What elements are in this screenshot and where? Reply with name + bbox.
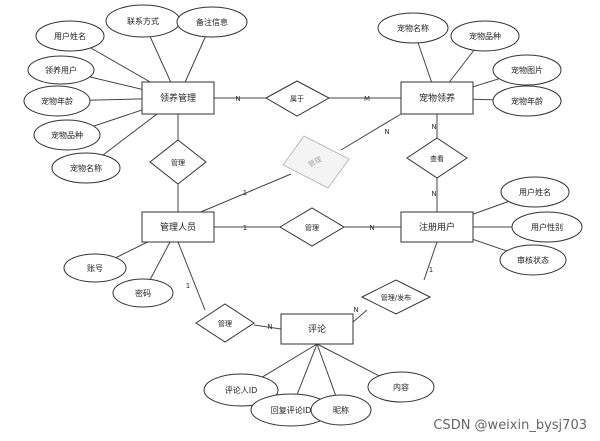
attribute-comment-content-label: 内容 [393, 382, 409, 392]
attribute-adopt-pet-age: 宠物年龄 [23, 85, 91, 117]
attribute-user-gender: 用户性别 [511, 211, 583, 243]
cardinality-labels: N M N 1 N N 1 N 1 N N 1 [186, 95, 437, 331]
attribute-pet-image-label: 宠物图片 [511, 65, 543, 75]
cardinality-label: 1 [186, 282, 190, 290]
watermark: CSDN @weixin_bysj703 [433, 418, 587, 433]
attribute-pet-name-label: 宠物名称 [397, 23, 429, 33]
entity-comment-label: 评论 [308, 323, 326, 335]
attribute-user-name-label: 用户姓名 [519, 187, 551, 197]
cardinality-label: N [384, 128, 389, 136]
attribute-adopt-contact-label: 联系方式 [127, 16, 159, 26]
cardinality-label: 1 [243, 189, 247, 197]
attribute-adopt-adopter-label: 领养用户 [45, 65, 77, 75]
cardinality-label: 1 [429, 266, 433, 274]
attribute-adopt-user-name: 用户姓名 [35, 20, 105, 52]
cardinality-label: N [431, 190, 436, 198]
attribute-admin-account: 账号 [63, 253, 127, 283]
relationship-belongs: 属于 [264, 80, 331, 117]
entity-admin: 管理人员 [141, 211, 215, 243]
entity-pet-adopt: 宠物领养 [400, 81, 474, 115]
attribute-adopt-contact: 联系方式 [105, 4, 181, 38]
entity-reg-user: 注册用户 [400, 211, 474, 243]
attribute-comment-content: 内容 [367, 371, 435, 403]
relationship-reply-publish-label: 管理/发布 [381, 293, 411, 302]
relationship-reply-publish: 管理/发布 [360, 279, 432, 315]
entity-pet-adopt-label: 宠物领养 [419, 92, 455, 104]
attribute-adopt-pet-name: 宠物名称 [51, 152, 121, 184]
attribute-pet-age-label: 宠物年龄 [511, 96, 543, 106]
entity-adopt-mgmt-label: 领养管理 [160, 92, 196, 104]
attribute-comment-user-id: 评论人ID [203, 373, 279, 407]
entity-comment: 评论 [280, 313, 354, 345]
entity-reg-user-label: 注册用户 [419, 221, 455, 233]
attribute-adopt-pet-breed: 宠物品种 [33, 119, 101, 151]
relationship-view-label: 查看 [430, 154, 444, 163]
relationship-manage-adopt-label: 管理 [171, 158, 185, 167]
cardinality-label: N [267, 323, 272, 331]
relationship-view: 查看 [406, 137, 468, 179]
cardinality-label: N [369, 224, 374, 232]
attribute-admin-password: 密码 [112, 278, 174, 308]
relationship-belongs-label: 属于 [290, 95, 304, 103]
attribute-comment-user-id-label: 评论人ID [225, 385, 258, 395]
attribute-user-status-label: 审核状态 [517, 255, 549, 265]
relationship-manage-user: 管理 [279, 207, 345, 247]
attribute-adopt-note: 备注信息 [176, 6, 248, 38]
cardinality-label: N [235, 95, 240, 103]
attribute-pet-name: 宠物名称 [377, 12, 449, 44]
attribute-pet-image: 宠物图片 [492, 54, 562, 86]
cardinality-label: 1 [243, 224, 247, 232]
cardinality-label: M [364, 95, 370, 103]
attribute-adopt-note-label: 备注信息 [196, 17, 228, 27]
attribute-pet-age: 宠物年龄 [492, 85, 562, 117]
relationship-manage-adopt: 管理 [149, 139, 207, 185]
relationship-manage-pet: 管理 [282, 135, 350, 189]
relationship-manage-user-label: 管理 [305, 223, 319, 232]
attribute-user-status: 审核状态 [499, 244, 567, 276]
attribute-admin-password-label: 密码 [135, 288, 151, 298]
attribute-comment-nickname-label: 昵称 [333, 405, 349, 415]
cardinality-label: N [353, 306, 358, 314]
entity-adopt-mgmt: 领养管理 [141, 81, 215, 115]
entity-admin-label: 管理人员 [160, 221, 196, 233]
relationship-manage-comment-label: 管理 [218, 319, 232, 328]
attribute-comment-nickname: 昵称 [310, 394, 372, 426]
attribute-pet-breed-label: 宠物品种 [469, 31, 501, 41]
attribute-comment-reply-id-label: 回复评论ID [271, 405, 312, 415]
attribute-adopt-pet-name-label: 宠物名称 [70, 163, 102, 173]
attribute-admin-account-label: 账号 [87, 264, 103, 273]
relationship-manage-comment: 管理 [195, 303, 255, 343]
attribute-adopt-pet-breed-label: 宠物品种 [51, 130, 83, 140]
attribute-user-name: 用户姓名 [500, 176, 570, 208]
attribute-adopt-pet-age-label: 宠物年龄 [41, 96, 73, 106]
attribute-user-gender-label: 用户性别 [531, 222, 563, 232]
attribute-pet-breed: 宠物品种 [450, 20, 520, 52]
attribute-adopt-adopter: 领养用户 [27, 55, 95, 85]
cardinality-label: N [431, 123, 436, 131]
attribute-adopt-user-name-label: 用户姓名 [54, 31, 86, 41]
